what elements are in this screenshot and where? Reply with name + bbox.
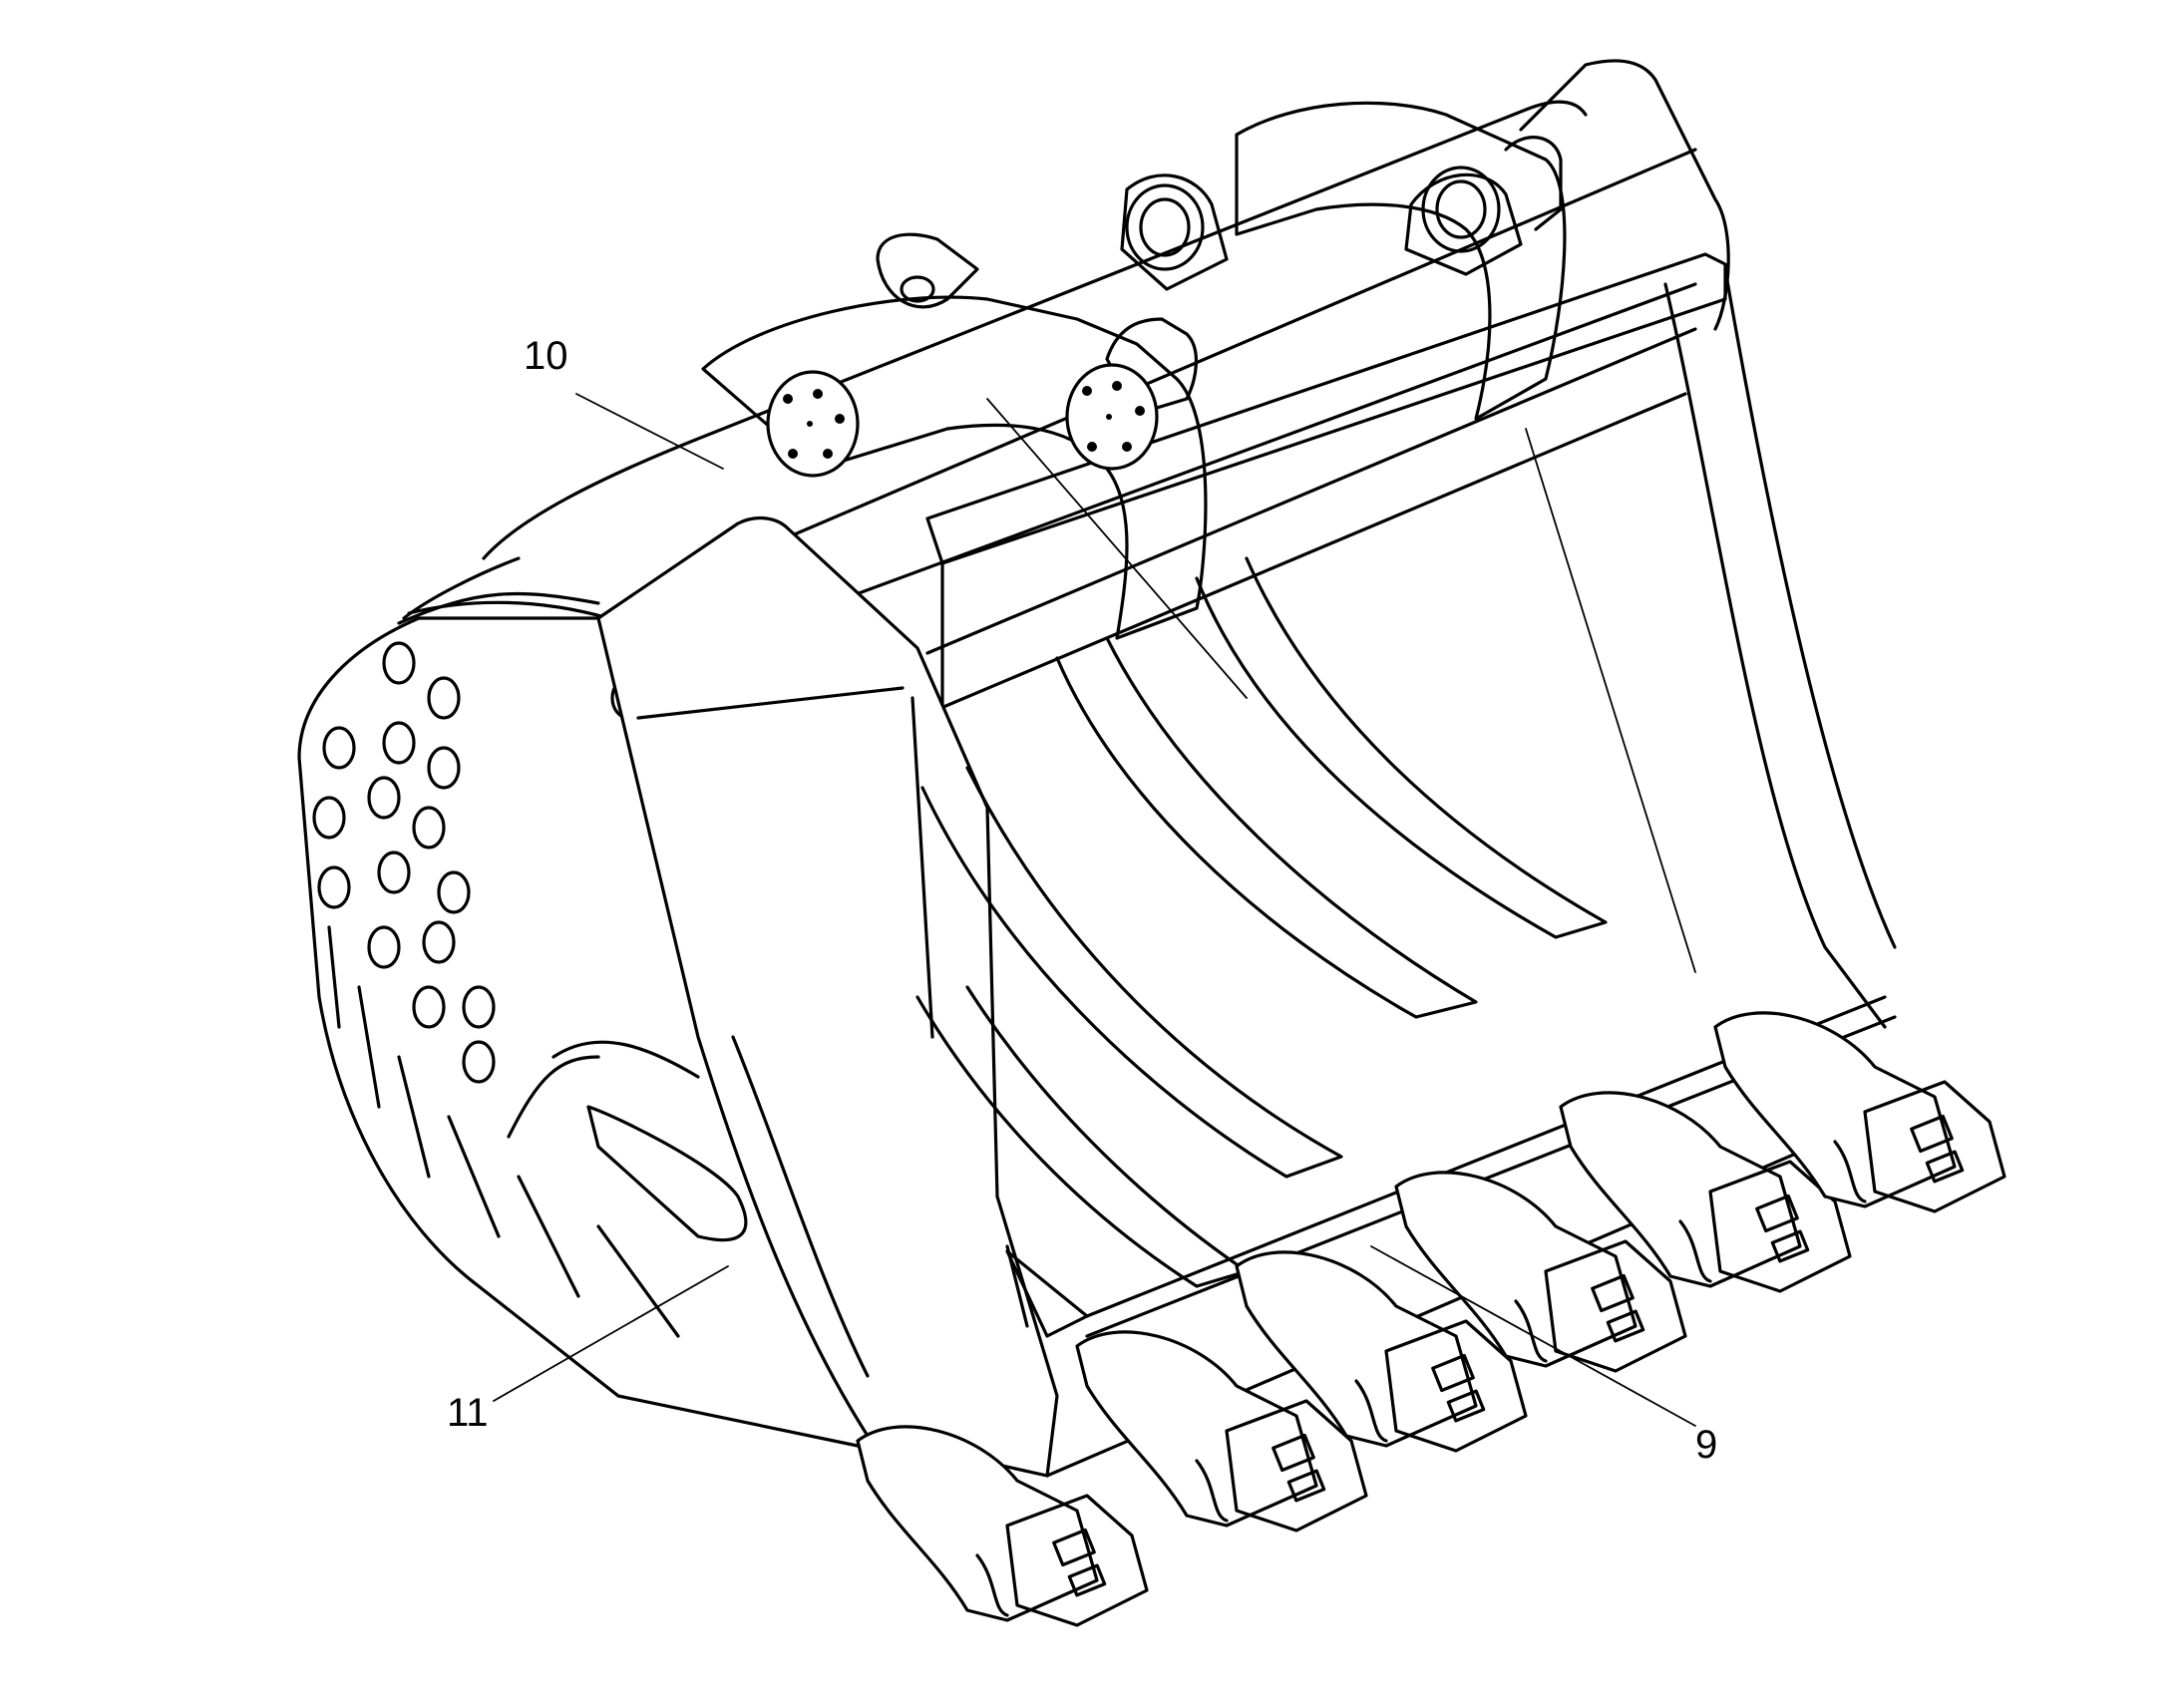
perforation-hole	[367, 776, 401, 820]
callout-9: 9	[1370, 1245, 1717, 1467]
perforation-hole	[317, 865, 351, 909]
bucket-tooth	[1559, 1091, 1852, 1293]
side-wall-right	[986, 267, 1897, 1029]
bucket-tooth	[1235, 1250, 1528, 1453]
perforation-hole	[427, 676, 461, 720]
side-plate-holes	[312, 641, 496, 1084]
bucket-tooth	[1075, 1330, 1368, 1533]
perforation-hole	[412, 985, 446, 1029]
bucket-tooth	[1713, 1011, 2006, 1213]
perforation-hole	[462, 985, 496, 1029]
perforation-hole	[427, 746, 461, 790]
teeth	[856, 1011, 2006, 1627]
pin-boss-right	[1065, 363, 1159, 471]
side-arm-right	[1235, 59, 1730, 421]
bucket-top-shell	[402, 100, 1697, 620]
bucket-tooth	[1394, 1171, 1687, 1373]
side-wear-strips	[327, 925, 680, 1338]
rear-wall	[776, 252, 1727, 720]
perforation-hole	[382, 641, 416, 685]
perforation-hole	[367, 925, 401, 969]
hinge-lug-left	[1105, 173, 1229, 416]
perforation-hole	[422, 920, 456, 964]
front-side-wall	[596, 515, 1059, 1478]
lifting-eye	[876, 232, 979, 309]
perforation-hole	[437, 870, 471, 914]
callout-11-label: 11	[447, 1391, 489, 1435]
side-plate	[297, 591, 999, 1448]
callout-10-label: 10	[524, 334, 568, 378]
perforation-hole	[382, 721, 416, 765]
perforation-hole	[322, 726, 356, 770]
callout-9-label: 9	[1695, 1423, 1717, 1467]
perforation-hole	[462, 1040, 496, 1084]
callout-11: 11	[447, 1265, 729, 1435]
floor-strips	[915, 556, 1608, 1338]
callout-10: 10	[524, 334, 724, 470]
hinge-lug-right	[1404, 136, 1563, 276]
bucket-tooth	[856, 1425, 1149, 1627]
perforation-hole	[412, 806, 446, 850]
perforation-hole	[377, 851, 411, 894]
perforation-hole	[312, 796, 346, 840]
pin-boss-left	[766, 370, 860, 478]
